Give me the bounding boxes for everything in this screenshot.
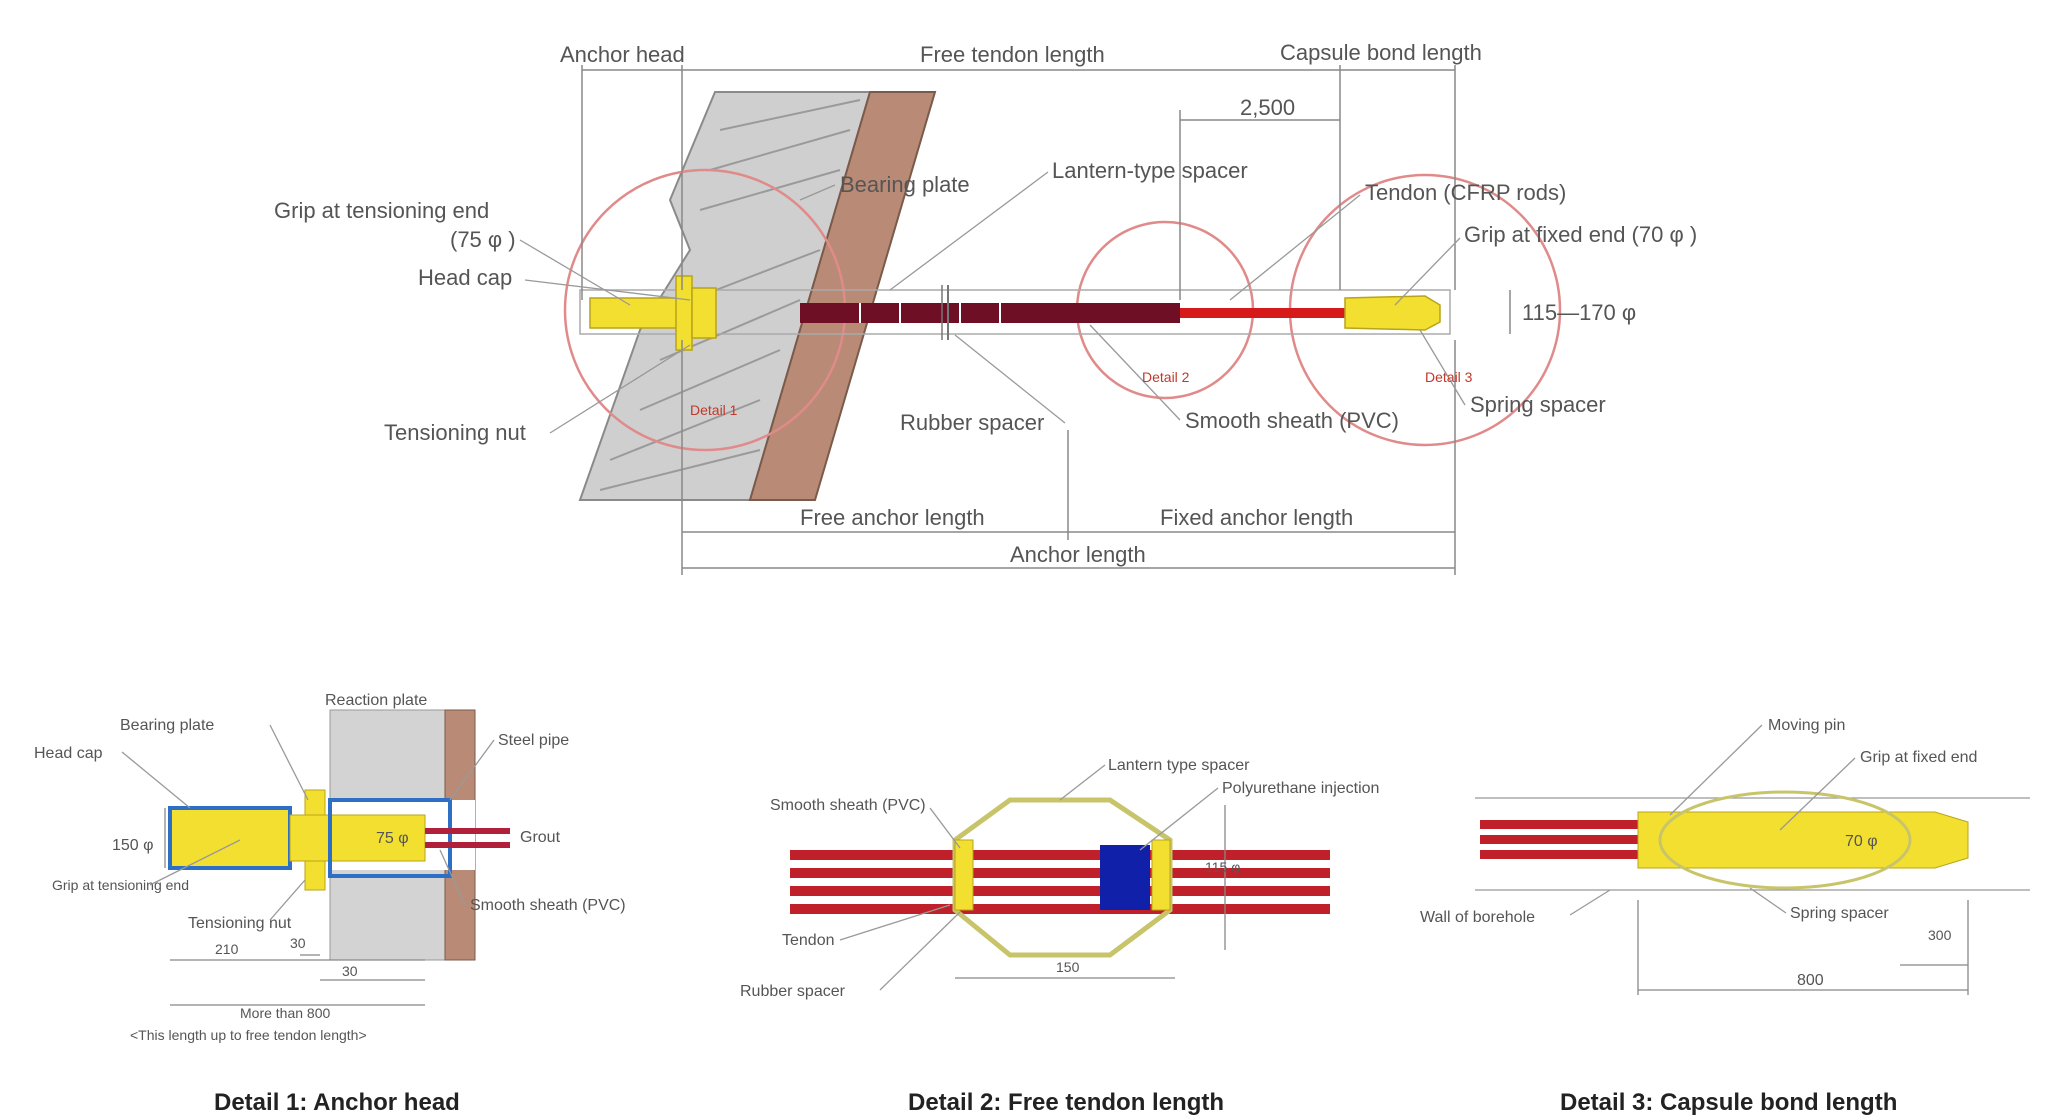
label-anchor-head: Anchor head (560, 42, 685, 67)
label-tendon-main: Tendon (CFRP rods) (1365, 180, 1566, 205)
label-grip-tensioning: Grip at tensioning end (274, 198, 489, 223)
d3-label-dim-300: 300 (1928, 927, 1952, 943)
borehole-outline (579, 289, 1451, 335)
tag-detail-3: Detail 3 (1425, 369, 1473, 385)
d1-head-cap (168, 806, 292, 870)
d3-label-wall: Wall of borehole (1420, 909, 1535, 926)
d2-label-dim-150: 150 (1056, 959, 1080, 975)
label-free-anchor-length: Free anchor length (800, 505, 985, 530)
d3-tendons (1480, 820, 1640, 859)
grip-fixed-end (1344, 295, 1441, 331)
d1-label-dia-75: 75 φ (376, 830, 409, 847)
label-grip-fixed: Grip at fixed end (70 φ ) (1464, 222, 1697, 247)
d3-label-spring-spacer: Spring spacer (1790, 905, 1889, 922)
tag-detail-2: Detail 2 (1142, 369, 1190, 385)
label-free-tendon-length: Free tendon length (920, 42, 1105, 67)
label-capsule-bond-length: Capsule bond length (1280, 40, 1482, 65)
label-lantern-spacer: Lantern-type spacer (1052, 158, 1248, 183)
label-bearing-plate: Bearing plate (840, 172, 970, 197)
d1-tendon (425, 828, 510, 848)
d1-label-dim-30a: 30 (290, 935, 306, 951)
d1-grip (289, 814, 426, 862)
d3-caption: Detail 3: Capsule bond length (1560, 1089, 1897, 1116)
label-head-cap: Head cap (418, 265, 512, 290)
d1-label-head-cap: Head cap (34, 745, 103, 762)
d2-rubber-spacer-b (1151, 839, 1171, 911)
d2-label-lantern-spacer: Lantern type spacer (1108, 757, 1250, 774)
d2-label-tendon: Tendon (782, 932, 835, 949)
d2-polyurethane-injection (1100, 845, 1150, 910)
soil-layer (748, 91, 937, 501)
d2-label-smooth-sheath: Smooth sheath (PVC) (770, 797, 926, 814)
d3-label-moving-pin: Moving pin (1768, 717, 1845, 734)
d2-tendons (790, 850, 1330, 914)
detail-1-anchor-head: Reaction plate Bearing plate Head cap St… (34, 692, 626, 1116)
d1-label-reaction-plate: Reaction plate (325, 692, 427, 709)
d2-label-rubber-spacer: Rubber spacer (740, 983, 846, 1000)
label-anchor-length: Anchor length (1010, 542, 1146, 567)
d1-label-dia-150: 150 φ (112, 837, 154, 854)
d1-steel-pipe (328, 798, 452, 878)
free-tendon-dark (800, 303, 1180, 323)
label-smooth-sheath: Smooth sheath (PVC) (1185, 408, 1399, 433)
d1-caption: Detail 1: Anchor head (214, 1089, 460, 1116)
label-grip-tensioning-dia: (75 φ ) (450, 227, 516, 252)
detail-3-capsule-bond: Moving pin Grip at fixed end 70 φ Wall o… (1420, 717, 2030, 1116)
d3-grip-fixed-end (1637, 811, 1969, 869)
tendon-red (1180, 308, 1350, 318)
main-anchor-diagram: Anchor head Free tendon length Capsule b… (274, 40, 1697, 575)
d1-label-note: <This length up to free tendon length> (130, 1027, 367, 1043)
d1-label-smooth-sheath: Smooth sheath (PVC) (470, 897, 626, 914)
d2-rubber-spacer-a (954, 839, 974, 911)
label-dim-2500: 2,500 (1240, 95, 1295, 120)
d1-label-grout: Grout (520, 829, 561, 846)
d3-spring-spacer (1658, 790, 1912, 890)
d1-label-tensioning-nut: Tensioning nut (188, 915, 292, 932)
d2-label-polyurethane: Polyurethane injection (1222, 780, 1379, 797)
d2-label-dim-vert: 115 φ (1205, 859, 1240, 875)
label-fixed-anchor-length: Fixed anchor length (1160, 505, 1353, 530)
d1-label-grip-tensioning: Grip at tensioning end (52, 877, 189, 893)
label-dia-range: 115—170 φ (1522, 300, 1636, 325)
d3-label-dia-70: 70 φ (1845, 833, 1878, 850)
d1-label-more-than: More than 800 (240, 1005, 330, 1021)
d1-label-bearing-plate: Bearing plate (120, 717, 214, 734)
label-tensioning-nut: Tensioning nut (384, 420, 526, 445)
detail-2-free-tendon: Lantern type spacer Polyurethane injecti… (740, 757, 1379, 1116)
bearing-plate-main (675, 275, 693, 351)
d1-label-dim-30b: 30 (342, 963, 358, 979)
tag-detail-1: Detail 1 (690, 402, 738, 418)
label-rubber-spacer: Rubber spacer (900, 410, 1044, 435)
label-spring-spacer: Spring spacer (1470, 392, 1606, 417)
d1-label-steel-pipe: Steel pipe (498, 732, 569, 749)
d2-caption: Detail 2: Free tendon length (908, 1089, 1224, 1116)
d1-label-dim-210: 210 (215, 941, 239, 957)
head-cap-main (691, 287, 717, 339)
d3-label-grip-fixed: Grip at fixed end (1860, 749, 1977, 766)
d3-label-dim-800: 800 (1797, 972, 1824, 989)
top-dimensions (581, 65, 1511, 575)
